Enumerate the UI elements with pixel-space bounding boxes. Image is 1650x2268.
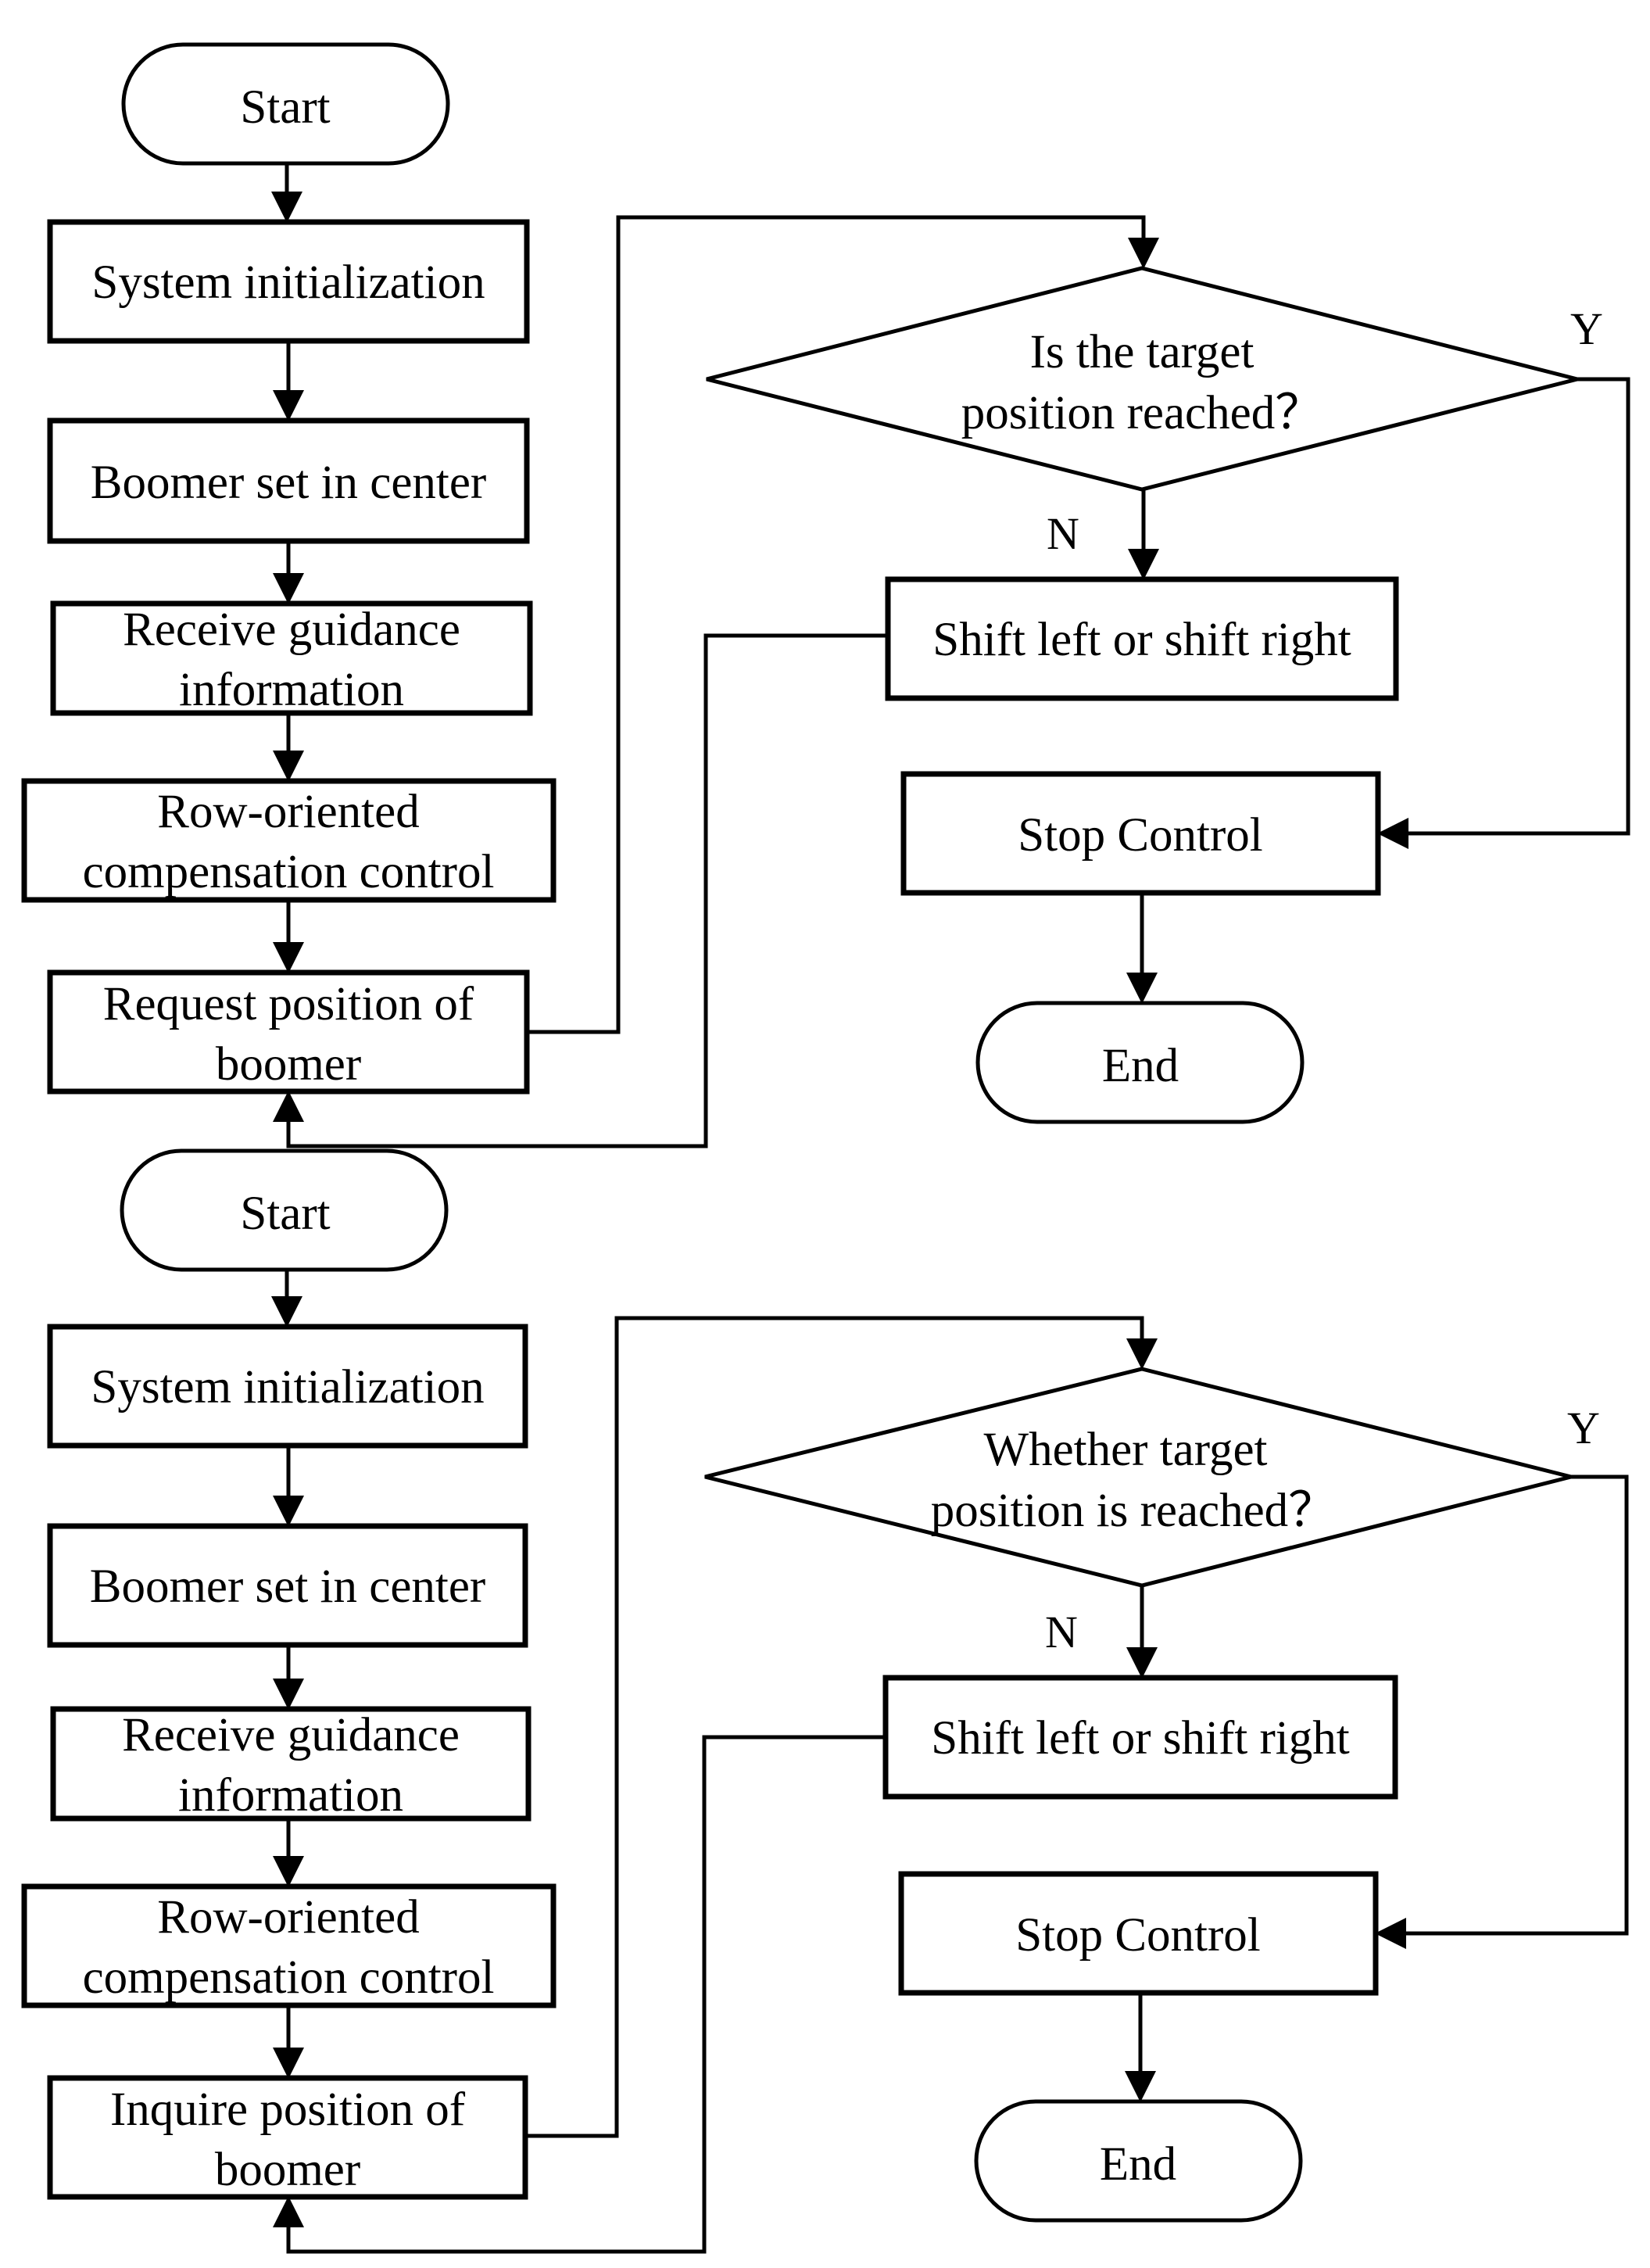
arrow-decision-stop-1	[1377, 377, 1630, 849]
init-label-1: System initialization	[91, 256, 485, 309]
arrow-shift-request-2	[273, 1735, 886, 2254]
request-label-1b: boomer	[216, 1038, 361, 1091]
init-box-1	[47, 219, 530, 344]
guidance-box-1	[50, 600, 533, 716]
request-label-2a: Inquire position of	[110, 2083, 466, 2136]
decision-label-2a: Whether target	[984, 1424, 1268, 1476]
flowchart-2: Start System initialization Boomer set i…	[21, 1148, 1629, 2254]
guidance-label-1b: information	[179, 664, 404, 716]
start-terminal-2	[120, 1148, 449, 1272]
no-label-2: N	[1045, 1607, 1078, 1657]
stop-label-1: Stop Control	[1018, 809, 1263, 862]
center-label-1: Boomer set in center	[91, 457, 486, 509]
arrow-shift-request-1	[273, 633, 888, 1148]
request-box-2	[47, 2075, 528, 2200]
end-label-2: End	[1100, 2138, 1176, 2191]
shift-label-1: Shift left or shift right	[932, 614, 1351, 666]
decision-label-2b: position is reached？	[931, 1485, 1336, 1537]
request-label-2b: boomer	[215, 2144, 360, 2196]
compensation-label-2a: Row-oriented	[157, 1891, 419, 1944]
decision-diamond-1	[706, 266, 1578, 492]
shift-label-2: Shift left or shift right	[931, 1712, 1349, 1765]
center-box-2	[47, 1523, 528, 1648]
arrow-request-decision-2	[525, 1316, 1158, 2138]
end-label-1: End	[1102, 1040, 1179, 1092]
guidance-label-1a: Receive guidance	[123, 604, 460, 656]
guidance-label-2b: information	[178, 1769, 403, 1822]
arrow-request-decision-1	[527, 215, 1159, 1034]
guidance-box-2	[50, 1706, 532, 1822]
decision-label-1b: position reached？	[961, 387, 1323, 439]
request-label-1a: Request position of	[103, 978, 474, 1030]
compensation-label-1b: compensation control	[83, 846, 495, 898]
no-label-1: N	[1047, 508, 1079, 559]
shift-box-1	[885, 576, 1399, 701]
compensation-box-2	[21, 1883, 557, 2008]
decision-diamond-2	[704, 1367, 1572, 1588]
init-label-2: System initialization	[91, 1361, 484, 1413]
start-label-1: Start	[240, 81, 330, 134]
stop-label-2: Stop Control	[1015, 1909, 1261, 1962]
compensation-label-2b: compensation control	[83, 1951, 495, 2004]
center-label-2: Boomer set in center	[90, 1560, 485, 1613]
decision-label-1a: Is the target	[1030, 326, 1255, 378]
flowchart-1: Start System initialization Boomer set i…	[21, 42, 1630, 1148]
guidance-label-2a: Receive guidance	[122, 1709, 460, 1761]
yes-label-1: Y	[1570, 303, 1603, 354]
shift-box-2	[882, 1675, 1398, 1800]
start-label-2: Start	[240, 1188, 330, 1240]
compensation-label-1a: Row-oriented	[157, 786, 419, 838]
yes-label-2: Y	[1567, 1403, 1600, 1453]
arrow-decision-stop-2	[1375, 1474, 1629, 1949]
